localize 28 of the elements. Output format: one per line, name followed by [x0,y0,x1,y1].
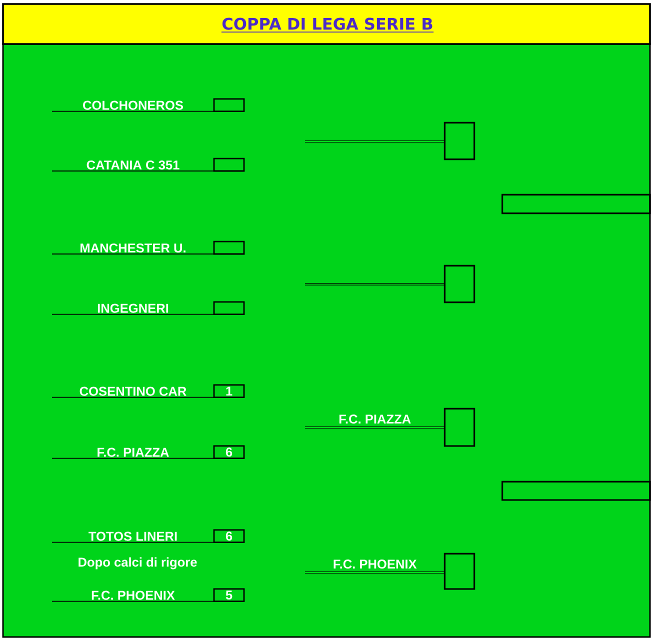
team-slot: INGEGNERI [52,304,214,315]
winner-slot [304,140,446,143]
team-slot: COLCHONEROS [52,100,214,112]
score-box [444,122,476,160]
score-box [444,408,476,447]
title-banner: COPPA DI LEGA SERIE B [2,3,651,45]
score-box: 1 [213,384,245,398]
finalist-box [502,194,651,214]
winner-slot [304,283,446,286]
finalist-box [502,480,651,501]
team-slot: F.C. PHOENIX [52,590,214,602]
note-text: Dopo calci di rigore [78,557,197,570]
winner-slot: F.C. PHOENIX [304,560,446,574]
team-slot: TOTOS LINERI [52,532,214,543]
score-box [444,552,476,590]
team-slot: F.C. PIAZZA [52,448,214,459]
score-box [213,301,245,315]
winner-slot: F.C. PIAZZA [304,414,446,429]
score-box [213,98,245,112]
team-slot: COSENTINO CAR [52,386,214,398]
score-box: 5 [213,588,245,602]
team-slot: MANCHESTER U. [52,243,214,254]
score-box [213,158,245,172]
score-box: 6 [213,529,245,543]
score-box [213,240,245,255]
score-box [444,264,476,304]
score-box: 6 [213,445,245,459]
team-slot: CATANIA C 351 [52,160,214,172]
